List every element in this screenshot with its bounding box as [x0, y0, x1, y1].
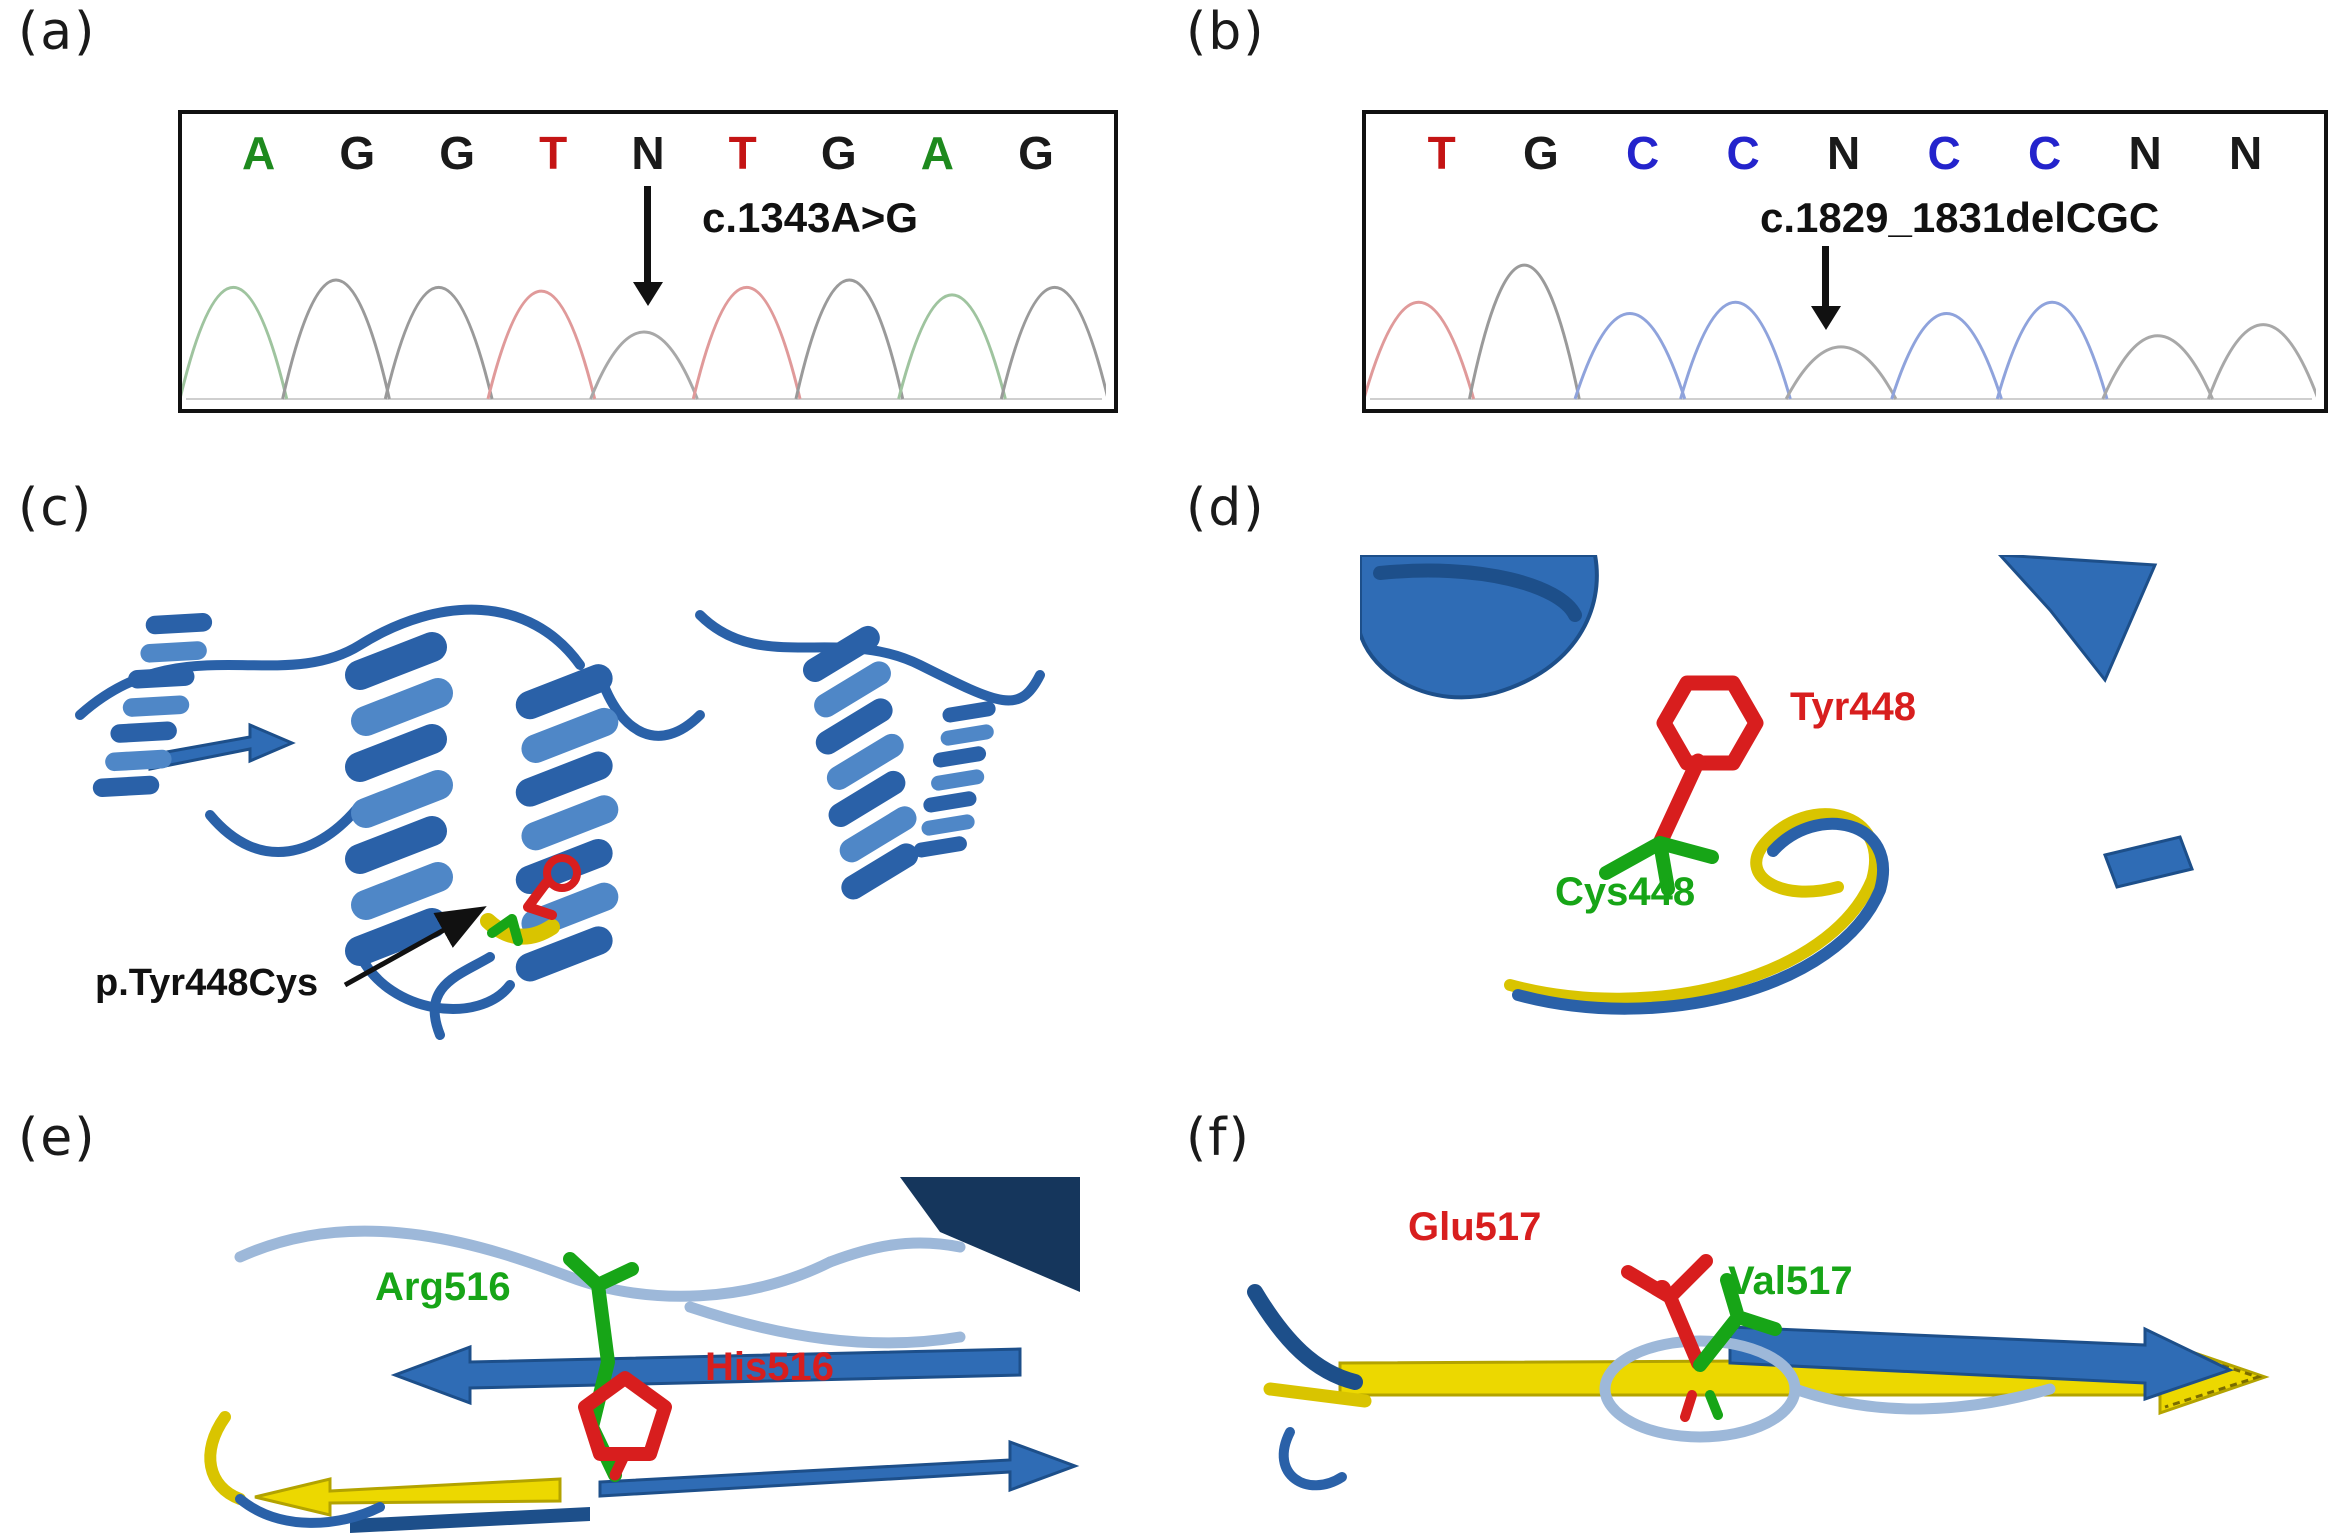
base-letter-N: N — [2229, 127, 2263, 179]
base-letter-G: G — [1018, 127, 1054, 179]
beta-strand-dark-e — [350, 1507, 590, 1533]
structure-d — [1360, 555, 2195, 1015]
trace-peak-A — [897, 293, 1007, 400]
loop-yellow-e — [204, 1411, 246, 1505]
ribbon-mass-corner-e — [900, 1177, 1080, 1292]
dashed-arrow-edge-f — [2164, 1345, 2263, 1409]
trace-peak-A — [182, 286, 289, 400]
base-letter-G: G — [439, 127, 476, 179]
panel-a-label: (a) — [18, 2, 97, 62]
loop-left-f — [1278, 1427, 1347, 1491]
loop-blue-d — [1512, 817, 1889, 1015]
structure-e — [204, 1177, 1080, 1533]
trace-peak-G — [1467, 263, 1581, 400]
base-letter-T: T — [1427, 127, 1456, 179]
valine-stick-f — [1693, 1273, 1782, 1372]
glutamate-oxygen-f — [1653, 1280, 1671, 1298]
panel-f-label: (f) — [1186, 1108, 1251, 1168]
structure-f — [1247, 1254, 2270, 1491]
base-letter-G: G — [820, 127, 857, 179]
cysteine-stick-d — [1599, 836, 1719, 896]
trace-peak-C — [1679, 300, 1792, 400]
base-letter-A: A — [920, 127, 954, 179]
tyrosine-ring-d — [1656, 675, 1764, 771]
panel-b-label: (b) — [1186, 2, 1266, 62]
chromatogram-a: A G G T N T G A G c.1343A>G — [178, 110, 1118, 413]
base-letter-G: G — [339, 127, 376, 179]
panel-e-label: (e) — [18, 1108, 97, 1168]
loop-top-e — [234, 1225, 836, 1302]
residue-label-cys448: Cys448 — [1555, 870, 1696, 914]
mutation-label-b: c.1829_1831delCGC — [1760, 194, 2160, 241]
panel-c-label: (c) — [18, 478, 94, 538]
residue-label-arg516: Arg516 — [375, 1265, 511, 1309]
mutation-arrow-b — [1822, 246, 1829, 306]
residue-label-tyr448: Tyr448 — [1790, 685, 1917, 729]
base-letter-G: G — [1523, 127, 1559, 179]
beta-strand-right-arrow-e — [598, 1439, 1080, 1498]
annotation-arrow-c — [343, 906, 487, 988]
structure-c — [75, 555, 1045, 1040]
ribbon-tail-f — [1247, 1284, 1363, 1390]
histidine-stem-e — [609, 1448, 631, 1481]
base-letter-T: T — [728, 127, 757, 179]
trace-peak-G — [794, 278, 905, 400]
trace-peak-N — [589, 330, 699, 400]
trace-peak-N — [1784, 345, 1898, 400]
base-letter-C: C — [2028, 127, 2062, 179]
trace-peak-N — [2206, 323, 2316, 400]
trace-peak-C — [1995, 300, 2109, 400]
trace-peak-T — [1366, 300, 1476, 400]
trace-peak-T — [486, 289, 597, 400]
stick-below-green-f — [1705, 1390, 1723, 1420]
chromatogram-b: T G C C N C C N N c.1829_1831delCGC — [1362, 110, 2328, 413]
base-letter-C: C — [1927, 127, 1961, 179]
beta-strand-left-arrow-e — [390, 1344, 1022, 1406]
loop-right-f — [1789, 1383, 2056, 1415]
trace-b — [1366, 263, 2316, 400]
beta-strand-yellow-e — [254, 1477, 562, 1517]
trace-peak-G — [383, 286, 494, 400]
base-letter-N: N — [1827, 127, 1861, 179]
loop-bottom-e — [235, 1494, 385, 1528]
trace-peak-G — [999, 286, 1106, 400]
trace-peak-G — [281, 278, 391, 400]
base-letter-N: N — [631, 127, 665, 179]
loop-top-right-e — [824, 1237, 966, 1268]
annotation-label-c: p.Tyr448Cys — [95, 962, 319, 1004]
residue-label-his516: His516 — [705, 1345, 834, 1389]
residue-label-glu517: Glu517 — [1408, 1205, 1542, 1249]
base-letter-C: C — [1626, 127, 1660, 179]
trace-peak-N — [2101, 334, 2214, 400]
trace-peak-T — [691, 286, 802, 400]
loop-mid-e — [684, 1301, 966, 1349]
panel-d-label: (d) — [1186, 478, 1266, 538]
tyrosine-stem-d — [1652, 753, 1706, 851]
base-letter-C: C — [1726, 127, 1760, 179]
mutant-residue-stick-c — [487, 914, 523, 946]
residue-label-val517: Val517 — [1728, 1259, 1853, 1303]
mutation-arrow-a — [644, 186, 651, 282]
wild-residue-stick-c — [523, 878, 557, 920]
base-letter-T: T — [539, 127, 568, 179]
ribbon-fragment-top-right-d — [1997, 555, 2158, 683]
beta-strand-blue-arrow-f — [1728, 1325, 2234, 1402]
trace-a — [182, 278, 1106, 400]
base-letter-N: N — [2128, 127, 2162, 179]
trace-peak-C — [1890, 312, 2003, 400]
base-letter-A: A — [242, 127, 276, 179]
yellow-fragment-f — [1263, 1382, 1372, 1408]
helix-shade-d — [1373, 563, 1582, 622]
mutation-label-a: c.1343A>G — [702, 194, 918, 241]
tyrosine-ring-c — [543, 854, 581, 892]
ribbon-fragment-right-d — [2102, 835, 2195, 889]
stick-below-red-f — [1680, 1390, 1697, 1422]
trace-peak-C — [1573, 312, 1687, 400]
